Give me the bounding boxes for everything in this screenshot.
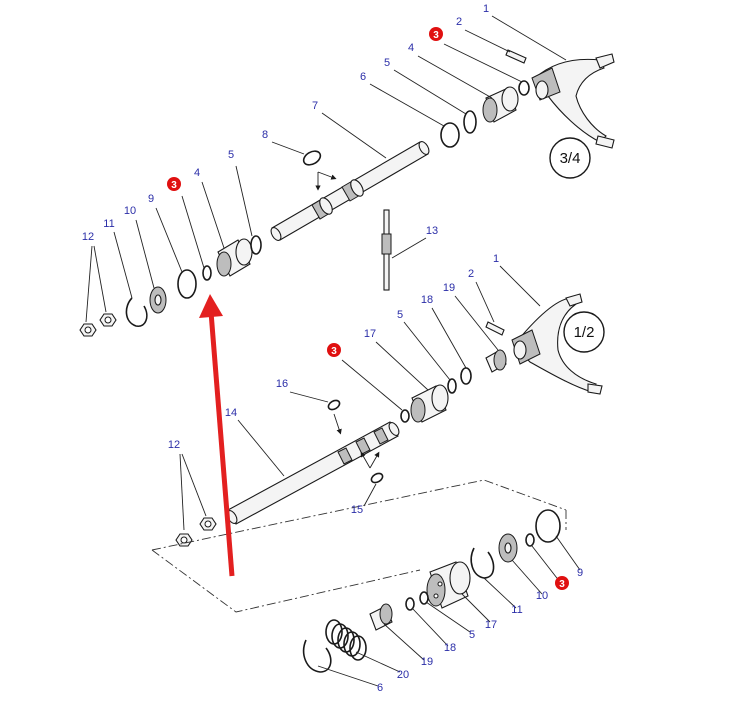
- fork-label-1-2: 1/2: [574, 324, 595, 341]
- o-ring-3-upper: [518, 80, 530, 96]
- circlip-6-bottom: [302, 639, 332, 673]
- callout-label-12: 12: [82, 231, 94, 243]
- callout-label-10: 10: [536, 590, 548, 602]
- ring-5-left: [250, 235, 262, 255]
- fork-badge-3-4: [549, 137, 591, 179]
- callout-label-14: 14: [225, 407, 237, 419]
- callout-label-11: 11: [511, 604, 522, 616]
- detent-pin-13: [381, 209, 392, 291]
- callout-label-3: 3: [559, 579, 565, 590]
- washer-10-bottom: [498, 533, 518, 563]
- ring-16: [327, 399, 341, 411]
- callout-label-13: 13: [426, 225, 438, 237]
- callout-label-5: 5: [469, 629, 475, 641]
- callout-label-12: 12: [168, 439, 180, 451]
- circlip-11-bottom: [470, 547, 495, 579]
- fork-label-3-4: 3/4: [560, 150, 581, 167]
- callout-label-4: 4: [408, 42, 414, 54]
- o-ring-3-bottom: [525, 533, 535, 547]
- callout-label-4: 4: [194, 167, 200, 179]
- callout-badge-3: [429, 27, 443, 41]
- callout-label-5: 5: [397, 309, 403, 321]
- callout-label-19: 19: [421, 656, 433, 668]
- bushing-17-bottom: [426, 561, 471, 609]
- callout-badge-3: [555, 576, 569, 590]
- callout-label-8: 8: [262, 129, 268, 141]
- ring-5-lower: [447, 378, 457, 394]
- ring-18-right: [460, 367, 472, 385]
- callout-label-5: 5: [228, 149, 234, 161]
- callout-label-17: 17: [364, 328, 376, 340]
- pin-2-upper: [505, 49, 527, 64]
- callout-label-15: 15: [351, 504, 363, 516]
- callout-badge-3: [327, 343, 341, 357]
- o-ring-3-lower: [400, 409, 410, 423]
- callout-label-1: 1: [483, 3, 489, 15]
- bushing-4-left: [216, 238, 253, 277]
- callout-label-11: 11: [103, 218, 114, 230]
- callout-badge-3: [167, 177, 181, 191]
- pin-2-lower: [485, 321, 505, 336]
- callout-label-18: 18: [421, 294, 433, 306]
- callout-label-5: 5: [384, 57, 390, 69]
- ring-9-bottom: [535, 509, 561, 543]
- callout-label-19: 19: [443, 282, 455, 294]
- callout-label-16: 16: [276, 378, 288, 390]
- washer-10-left: [149, 286, 167, 314]
- callout-label-6: 6: [360, 71, 366, 83]
- nut-12-upper: [79, 313, 117, 337]
- bottom-part-row: [302, 509, 561, 673]
- ring-5-upper: [463, 110, 477, 134]
- fork-badge-1-2: [563, 311, 605, 353]
- ring-18-bottom: [405, 597, 415, 611]
- snap-ring-8: [302, 150, 322, 166]
- spacer-19-bottom: [369, 603, 393, 631]
- callout-label-17: 17: [485, 619, 497, 631]
- callout-label-20: 20: [397, 669, 409, 681]
- circlip-11-left: [125, 297, 148, 327]
- nut-12-lower: [175, 517, 217, 547]
- callout-label-7: 7: [312, 100, 318, 112]
- bushing-17-right: [410, 384, 449, 423]
- ring-5-bottom: [419, 591, 429, 605]
- shaft-assembly-3-4: 3/4: [79, 49, 615, 337]
- o-ring-3-left: [202, 265, 212, 281]
- leader-lines: [85, 15, 581, 687]
- ring-15: [370, 472, 384, 484]
- red-pointer-arrow: [199, 294, 235, 577]
- callout-label-9: 9: [148, 193, 154, 205]
- callout-label-10: 10: [124, 205, 136, 217]
- shift-fork-3-4: 3/4: [531, 53, 615, 179]
- callout-label-9: 9: [577, 567, 583, 579]
- spacer-19-right: [485, 349, 507, 373]
- spring-20: [325, 619, 367, 661]
- callout-label-3: 3: [171, 180, 177, 191]
- callout-label-2: 2: [468, 268, 474, 280]
- callout-label-18: 18: [444, 642, 456, 654]
- shift-fork-1-2: 1/2: [511, 293, 605, 395]
- callout-label-3: 3: [433, 30, 439, 41]
- shift-rail-7: [270, 141, 430, 241]
- bushing-4-upper: [482, 86, 519, 123]
- callout-label-6: 6: [377, 682, 383, 694]
- callout-label-3: 3: [331, 346, 337, 357]
- callout-label-2: 2: [456, 16, 462, 28]
- ring-9-left: [177, 269, 197, 299]
- callout-label-1: 1: [493, 253, 499, 265]
- circlip-6-upper: [440, 122, 460, 148]
- shaft-assembly-1-2: 1/2: [175, 293, 605, 547]
- group-boundary: [151, 479, 567, 613]
